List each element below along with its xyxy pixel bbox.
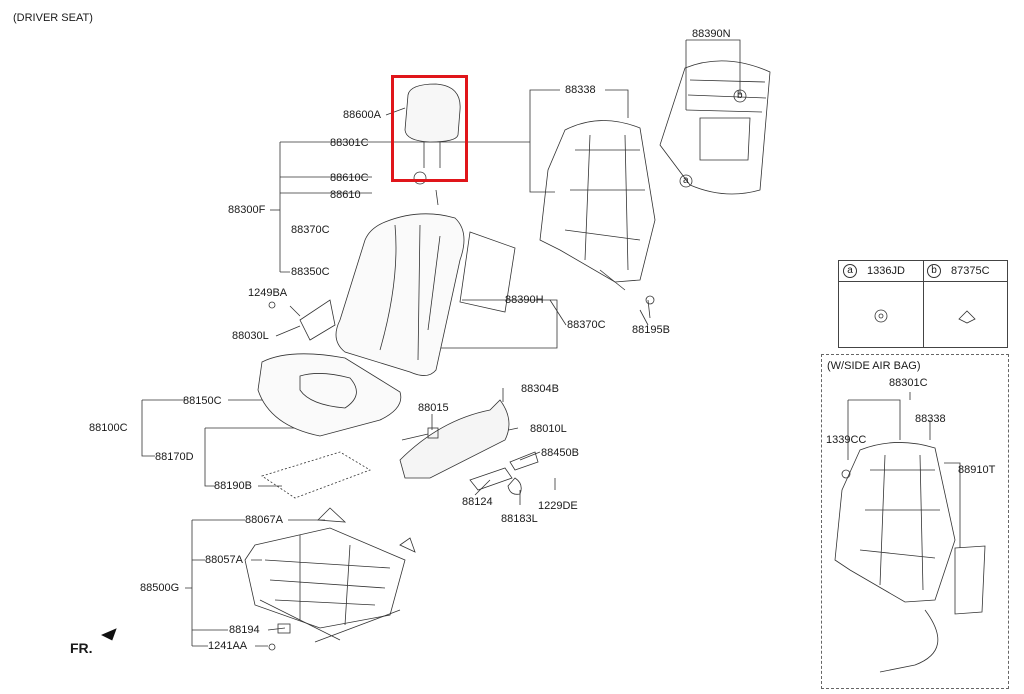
label-88015[interactable]: 88015 [418, 402, 449, 414]
back-frame-shape [539, 120, 656, 283]
label-88610c[interactable]: 88610C [330, 172, 369, 184]
label-88183l[interactable]: 88183L [501, 513, 538, 525]
clip-b-icon [958, 310, 976, 324]
legend-b-code[interactable]: 87375C [951, 265, 990, 277]
sab-label-88338[interactable]: 88338 [915, 413, 946, 425]
label-1249ba[interactable]: 1249BA [248, 287, 288, 299]
legend-a-symbol: a [843, 264, 857, 278]
label-88370c-a[interactable]: 88370C [291, 224, 330, 236]
label-88057a[interactable]: 88057A [205, 554, 243, 566]
label-88190b[interactable]: 88190B [214, 480, 252, 492]
back-panel-shape [659, 60, 771, 195]
side-airbag-title: (W/SIDE AIR BAG) [827, 360, 921, 372]
label-88150c[interactable]: 88150C [183, 395, 222, 407]
legend-b-symbol: b [927, 264, 941, 278]
highlight-box-88600a [391, 75, 468, 182]
sab-label-88301c[interactable]: 88301C [889, 377, 928, 389]
label-88124[interactable]: 88124 [462, 496, 493, 508]
clip-a-icon [874, 309, 888, 323]
legend-a-code[interactable]: 1336JD [867, 265, 905, 277]
label-88500g[interactable]: 88500G [140, 582, 180, 594]
leader-88100c [141, 399, 185, 457]
label-88390n[interactable]: 88390N [692, 28, 731, 40]
label-88350c[interactable]: 88350C [291, 266, 330, 278]
label-88370c-b[interactable]: 88370C [567, 319, 606, 331]
diagram-header: (DRIVER SEAT) [13, 12, 93, 24]
label-88010l[interactable]: 88010L [530, 423, 567, 435]
legend-table: a 1336JD b 87375C [838, 260, 1008, 348]
label-88067a[interactable]: 88067A [245, 514, 283, 526]
side-shield-shape [399, 399, 510, 479]
leader-88170d [204, 427, 310, 487]
front-marker: FR. [70, 640, 93, 656]
label-88450b[interactable]: 88450B [541, 447, 579, 459]
leader-88300f [279, 141, 372, 273]
sab-frame-shape [834, 442, 956, 603]
sab-label-1339cc[interactable]: 1339CC [826, 434, 867, 446]
fr-arrow-icon [101, 628, 117, 641]
label-88194[interactable]: 88194 [229, 624, 260, 636]
label-88600a[interactable]: 88600A [343, 109, 381, 121]
seat-back-shape [335, 213, 465, 376]
leader-88390h [430, 299, 558, 349]
label-88610[interactable]: 88610 [330, 189, 361, 201]
label-88100c[interactable]: 88100C [89, 422, 128, 434]
leader-88390n [685, 39, 741, 110]
side-airbag-panel [821, 354, 1009, 689]
label-88030l[interactable]: 88030L [232, 330, 269, 342]
legend-part-icons [874, 309, 976, 324]
callout-a: a [683, 175, 689, 186]
leader-88500g [185, 519, 245, 647]
label-88390h[interactable]: 88390H [505, 294, 544, 306]
callout-b: b [737, 90, 743, 101]
label-88338[interactable]: 88338 [565, 84, 596, 96]
cushion-shape [257, 353, 402, 437]
label-1229de[interactable]: 1229DE [538, 500, 578, 512]
seat-frame-shape [244, 527, 406, 629]
label-88170d[interactable]: 88170D [155, 451, 194, 463]
label-88304b[interactable]: 88304B [521, 383, 559, 395]
leader-88338 [372, 89, 560, 193]
headrest-shape [404, 83, 461, 143]
label-88195b[interactable]: 88195B [632, 324, 670, 336]
label-88301c[interactable]: 88301C [330, 137, 369, 149]
sab-label-88910t[interactable]: 88910T [958, 464, 996, 476]
label-1241aa[interactable]: 1241AA [208, 640, 248, 652]
label-88300f[interactable]: 88300F [228, 204, 266, 216]
